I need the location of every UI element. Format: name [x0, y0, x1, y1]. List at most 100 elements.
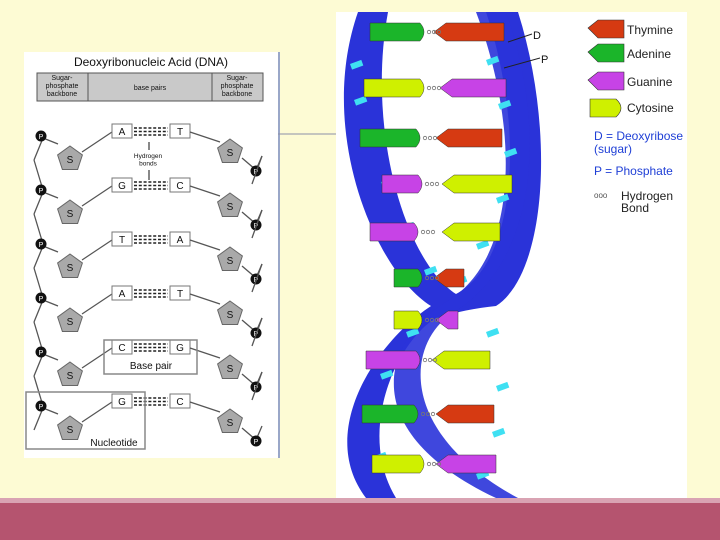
adenine-base-shape: [369, 22, 425, 42]
sugar-label: S: [227, 256, 234, 267]
sugar-base-link: [81, 239, 113, 261]
phosphate-pointer: [503, 57, 541, 69]
legend-adenine-swatch: [587, 43, 625, 63]
backbone-bond: [251, 155, 263, 185]
base-letter: C: [176, 181, 183, 192]
phosphate-dot: [35, 292, 47, 304]
sugar-pentagon: [217, 192, 243, 217]
sugar-label: S: [67, 317, 74, 328]
cytosine-base-shape: [371, 454, 425, 474]
adenine-base-shape: [393, 268, 423, 288]
phosphate-marker: [476, 239, 490, 250]
backbone-strand-right: [393, 12, 530, 498]
base-letter: C: [176, 397, 183, 408]
footer-accent-strip: [0, 498, 720, 503]
base-box: [111, 393, 133, 409]
nucleotide-label: Nucleotide: [90, 438, 138, 449]
phosphate-dot: [35, 184, 47, 196]
sugar-label: S: [67, 155, 74, 166]
guanine-base-shape: [435, 454, 497, 474]
cytosine-base-shape: [431, 350, 491, 370]
hydrogen-bond-mark: [434, 275, 440, 281]
phosphate-marker: [496, 381, 510, 392]
phosphate-marker: [492, 427, 506, 438]
helix-p-label: P: [541, 54, 548, 66]
sugar-label: S: [227, 418, 234, 429]
base-box: [169, 285, 191, 301]
hydrogen-bond-mark: [420, 229, 426, 235]
base-letter: A: [119, 289, 126, 300]
hydrogen-bond-mark: [426, 29, 432, 35]
phosphate-label: P: [39, 188, 44, 195]
hydrogen-bond-mark: [434, 317, 440, 323]
phosphate-dot: [35, 130, 47, 142]
base-letter: A: [119, 127, 126, 138]
hydrogen-bond-mark: [430, 229, 436, 235]
sugar-base-link: [189, 185, 221, 197]
legend-cytosine-swatch: [589, 98, 622, 118]
sugar-pentagon: [217, 408, 243, 433]
phosphate-dot: [35, 400, 47, 412]
phosphate-label: P: [39, 296, 44, 303]
sugar-base-link: [189, 239, 221, 251]
helix-d-label: D: [533, 30, 541, 42]
phosphate-label: P: [254, 439, 259, 446]
backbone-bond: [33, 353, 59, 377]
hydrogen-bond-mark: [431, 29, 437, 35]
helix-base-pair: [393, 268, 465, 288]
hydrogen-bond-mark: [425, 229, 431, 235]
guanine-base-shape: [369, 222, 419, 242]
backbone-bond: [251, 209, 263, 239]
dna-ladder-diagram: Deoxyribonucleic Acid (DNA) Sugar-phosph…: [24, 52, 280, 458]
legend-guanine-label: Guanine: [627, 75, 673, 89]
backbone-bond: [33, 191, 59, 215]
sugar-pentagon: [57, 361, 83, 386]
sugar-pentagon: [57, 415, 83, 440]
base-letter: G: [118, 397, 126, 408]
base-pair-label: Base pair: [130, 361, 173, 372]
sugar-base-link: [189, 401, 221, 413]
sugar-pentagon: [217, 300, 243, 325]
phosphate-marker: [504, 147, 518, 158]
legend-shapes: [587, 19, 625, 118]
base-box: [169, 123, 191, 139]
sugar-base-link: [81, 347, 113, 369]
legend-deoxyribose: D = Deoxyribose (sugar): [594, 129, 684, 156]
base-letter: T: [119, 235, 125, 246]
dna-ladder-svg: Deoxyribonucleic Acid (DNA) Sugar-phosph…: [25, 55, 264, 450]
phosphate-marker: [380, 369, 394, 380]
header-middle-label: base pairs: [134, 85, 167, 92]
backbone-bond: [251, 317, 263, 347]
thymine-base-shape: [433, 22, 505, 42]
base-box: [169, 393, 191, 409]
helix-base-pair: [371, 454, 497, 474]
legend-guanine-swatch: [587, 71, 625, 91]
sugar-label: S: [67, 209, 74, 220]
phosphate-label: P: [39, 404, 44, 411]
base-letter: C: [118, 343, 125, 354]
sugar-label: S: [67, 263, 74, 274]
base-box: [111, 231, 133, 247]
legend-phosphate: P = Phosphate: [594, 164, 673, 178]
hydrogen-bond-mark: [430, 411, 436, 417]
legend-thymine-label: Thymine: [627, 23, 674, 37]
sugar-label: S: [67, 371, 74, 382]
backbone-bond: [33, 137, 59, 161]
hydrogen-bond-mark: [429, 181, 435, 187]
base-letter: G: [118, 181, 126, 192]
backbone-bond: [33, 245, 59, 269]
sugar-base-link: [81, 401, 113, 423]
hydrogen-bond-mark: [424, 317, 430, 323]
thymine-base-shape: [433, 268, 465, 288]
phosphate-marker: [496, 193, 510, 204]
backbone-bond: [251, 263, 263, 293]
adenine-base-shape: [359, 128, 421, 148]
hydrogen-bond-mark: [436, 85, 442, 91]
sugar-label: S: [227, 364, 234, 375]
hydrogen-bond-mark: [432, 357, 438, 363]
base-letter: T: [177, 127, 183, 138]
phosphate-marker: [354, 95, 368, 106]
